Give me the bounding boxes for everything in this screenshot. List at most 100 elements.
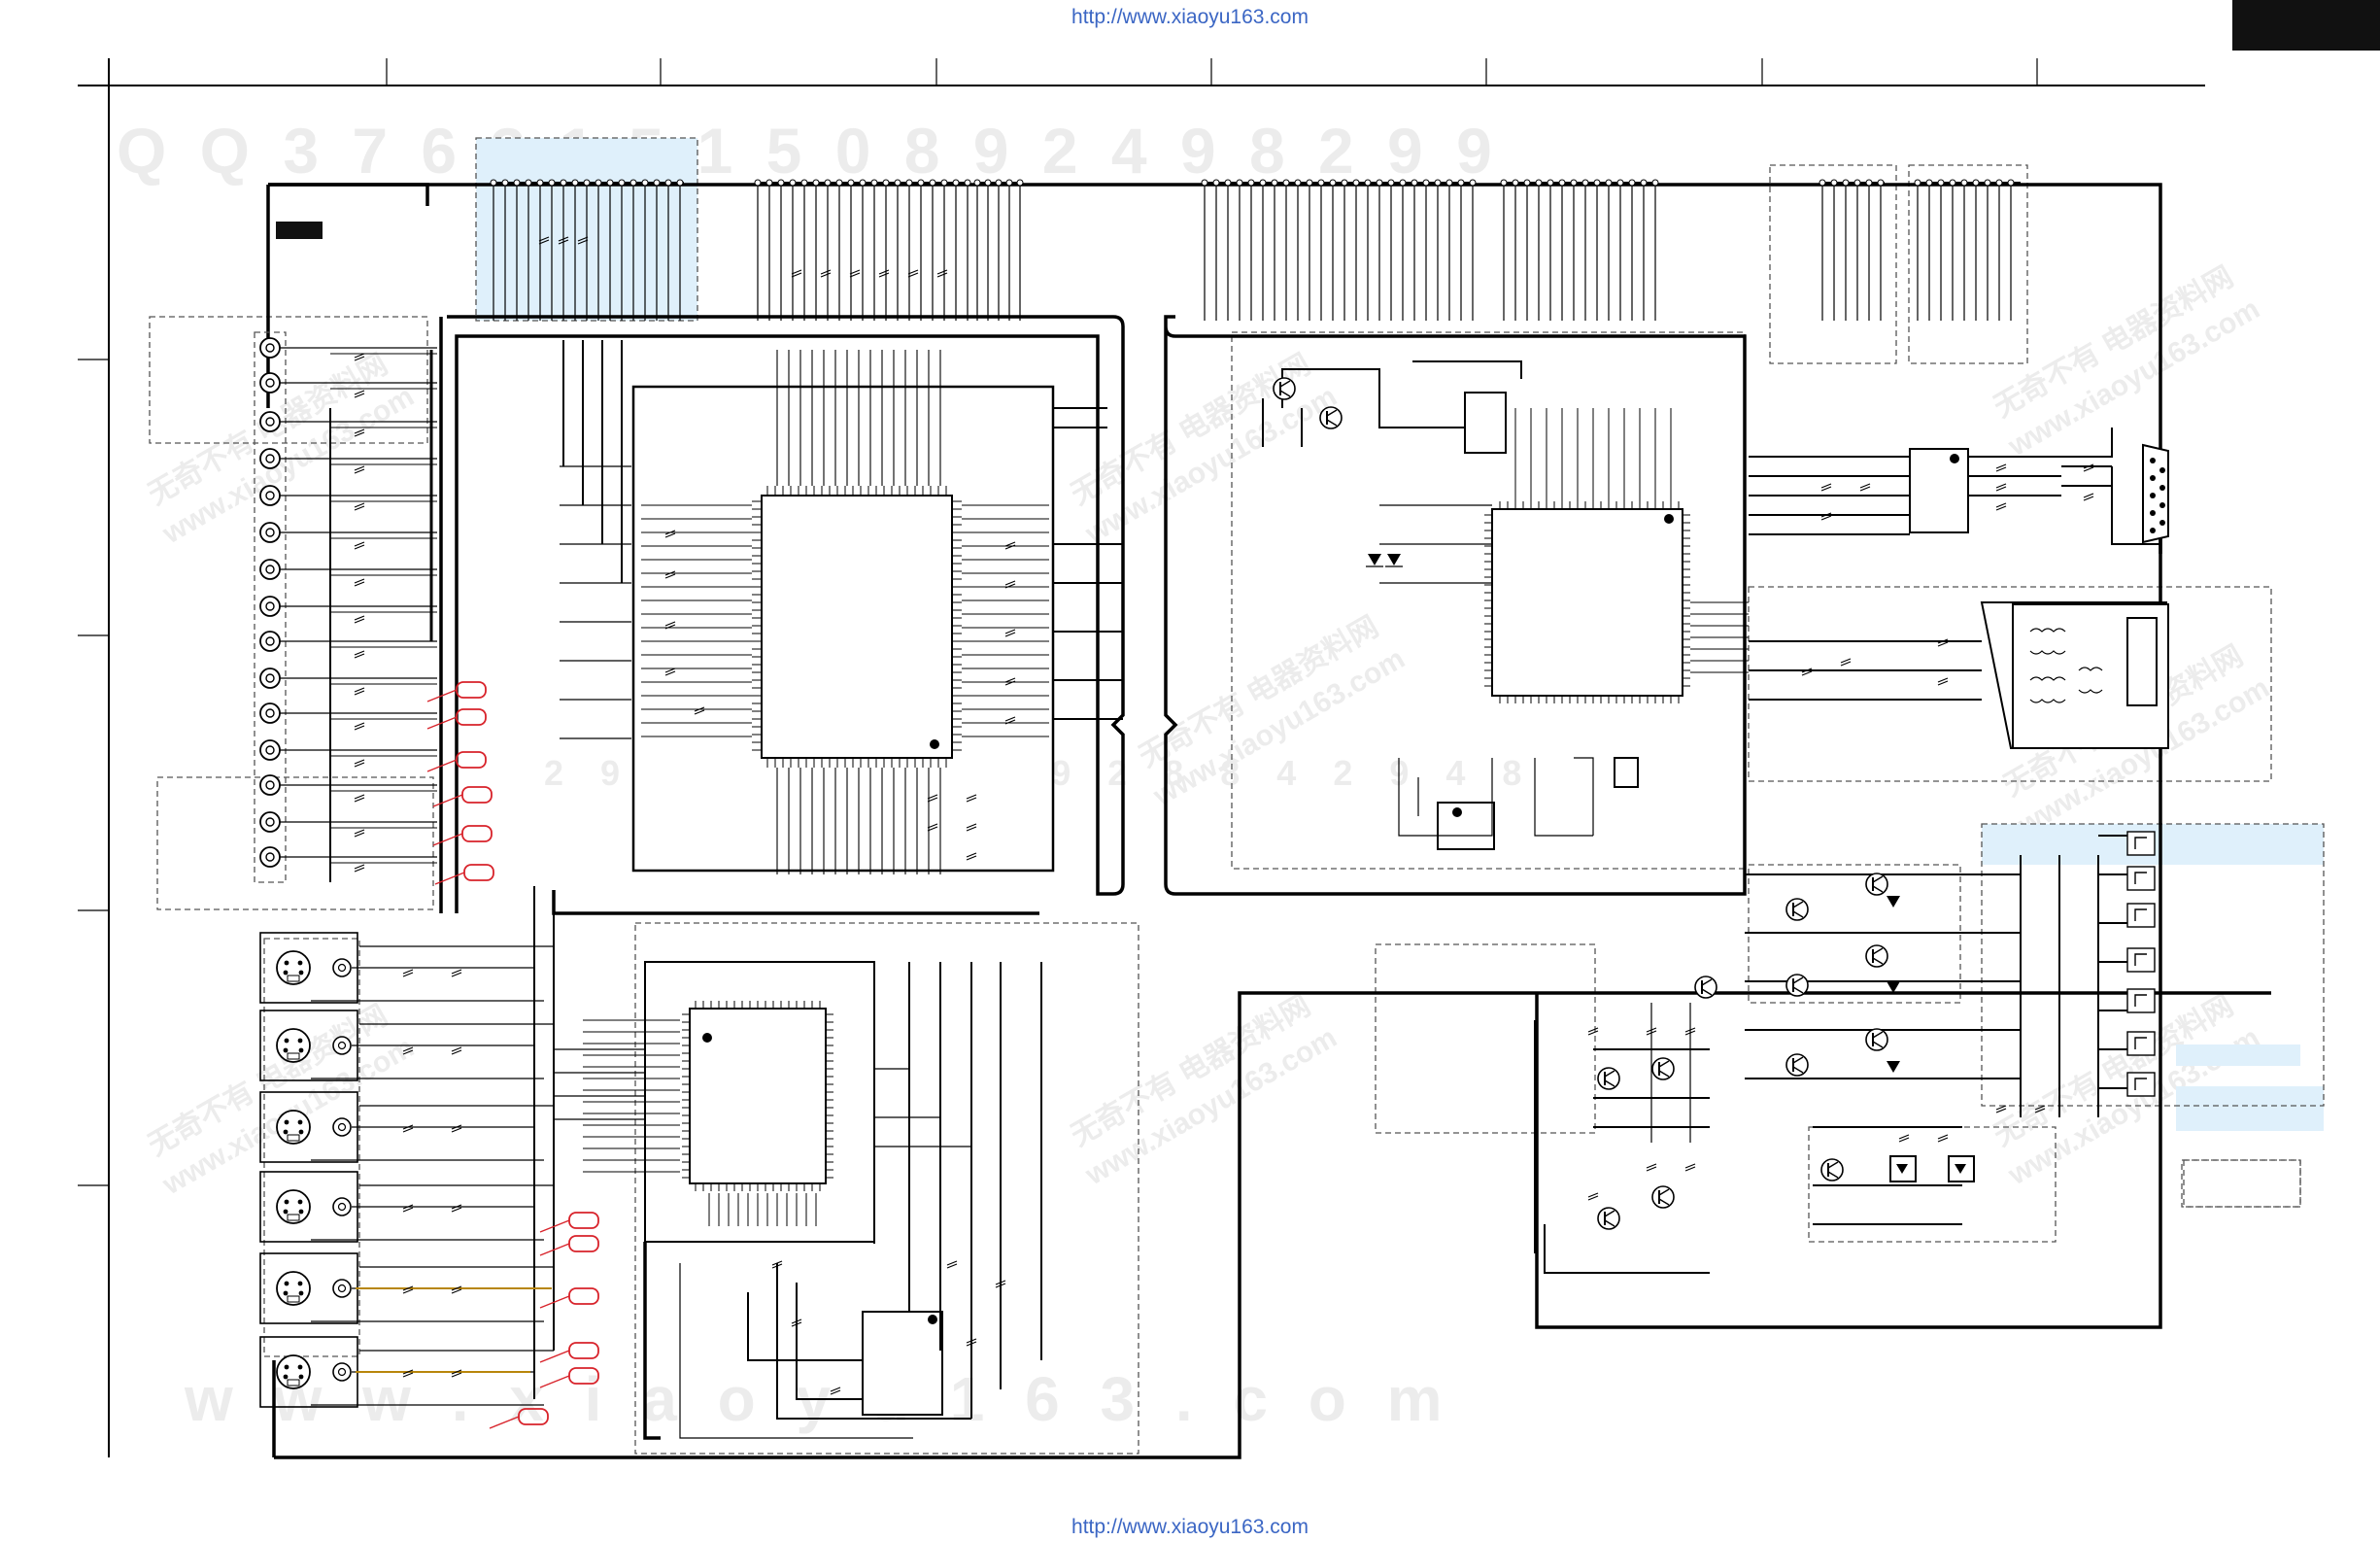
ic-chip-icon: [1909, 448, 1969, 533]
rca-jack-column: [254, 331, 287, 883]
component-marker: [402, 1204, 414, 1210]
red-callout-leader: [539, 1375, 570, 1388]
connector-pin: [1877, 179, 1885, 187]
component-marker: [1840, 661, 1852, 667]
connector-pin: [1949, 179, 1956, 187]
component-marker: [664, 624, 676, 630]
component-marker: [1684, 1030, 1696, 1036]
component-marker: [538, 236, 550, 242]
component-marker: [354, 650, 365, 656]
rca-jack-icon: [259, 596, 281, 617]
component-marker: [936, 272, 948, 278]
component-marker: [354, 618, 365, 624]
component-marker: [402, 1288, 414, 1294]
component-marker: [402, 1046, 414, 1052]
component-marker: [771, 1260, 783, 1266]
component-marker: [1004, 580, 1016, 586]
component-marker: [1587, 1195, 1599, 1201]
rca-jack-icon: [2126, 831, 2156, 856]
connector-pin: [1212, 179, 1220, 187]
component-marker: [354, 615, 365, 621]
connector-pin: [1016, 179, 1024, 187]
red-callout: [456, 751, 487, 769]
rca-jack-icon: [259, 702, 281, 724]
component-marker: [451, 1369, 462, 1375]
connector-pin: [1329, 179, 1337, 187]
rca-jack-icon: [259, 631, 281, 652]
component-marker: [1820, 512, 1832, 518]
component-marker: [354, 762, 365, 768]
component-marker: [664, 532, 676, 538]
led-icon: [1366, 554, 1383, 567]
component-marker: [1859, 486, 1871, 492]
component-marker: [354, 722, 365, 728]
component-marker: [1646, 1030, 1657, 1036]
gold-traces: [356, 1287, 552, 1373]
red-callout-leader: [426, 689, 458, 702]
transistor-icon: [1865, 944, 1888, 968]
connector-pin: [847, 179, 855, 187]
component-marker: [927, 823, 938, 829]
component-marker: [354, 356, 365, 361]
connector-pin: [1512, 179, 1519, 187]
connector-pin: [1547, 179, 1554, 187]
rca-jack-icon: [259, 668, 281, 689]
component-marker: [1004, 544, 1016, 550]
component-marker: [830, 1387, 841, 1392]
led-icon: [1385, 554, 1403, 567]
component-marker: [1995, 505, 2007, 511]
connector-pin: [964, 179, 971, 187]
connector-pin: [1341, 179, 1348, 187]
connector-pin: [1259, 179, 1267, 187]
watermark-top-row: Q Q 3 7 6 3 1 5 1 5 0 8 9 2 4 9 8 2 9 9: [117, 115, 1500, 187]
connector-pin: [571, 179, 579, 187]
connector-pin: [1236, 179, 1243, 187]
rca-jack-icon: [2126, 903, 2156, 928]
ic-chip-icon: [631, 385, 1055, 873]
component-marker: [451, 1046, 462, 1052]
source-url-bottom[interactable]: http://www.xiaoyu163.com: [1071, 1516, 1309, 1538]
transistor-group: [1273, 377, 1888, 1230]
component-marker: [966, 826, 977, 832]
ic-chip-icon: [862, 1311, 943, 1416]
component-marker: [354, 832, 365, 838]
component-marker: [1646, 1166, 1657, 1172]
connector-pin: [917, 179, 925, 187]
connector-pin: [812, 179, 820, 187]
db9-connector-icon[interactable]: [2142, 443, 2169, 544]
connector-pin: [1640, 179, 1648, 187]
connector-pin: [1469, 179, 1477, 187]
source-url-top[interactable]: http://www.xiaoyu163.com: [1071, 6, 1309, 28]
rca-jack-icon: [2126, 947, 2156, 973]
ic-chip-icon: [1614, 757, 1639, 788]
component-marker: [791, 269, 802, 275]
component-marker: [1820, 515, 1832, 521]
top-signal-lines: [493, 186, 2012, 321]
connector-pin: [1352, 179, 1360, 187]
component-marker: [1801, 670, 1813, 676]
component-marker: [538, 239, 550, 245]
component-marker: [1859, 483, 1871, 489]
connector-pin: [1376, 179, 1383, 187]
component-marker: [849, 269, 861, 275]
component-marker: [694, 709, 705, 715]
connector-pin: [894, 179, 901, 187]
rca-panel-outline: [254, 331, 287, 883]
component-marker: [1820, 483, 1832, 489]
component-marker: [878, 269, 890, 275]
connector-pin: [583, 179, 591, 187]
connector-pin: [629, 179, 637, 187]
connector-pin: [1914, 179, 1921, 187]
connector-pin: [940, 179, 948, 187]
component-marker: [966, 797, 977, 803]
connector-pin: [653, 179, 661, 187]
component-marker: [966, 1338, 977, 1344]
component-marker: [354, 759, 365, 765]
component-marker: [402, 1207, 414, 1213]
component-marker: [1820, 486, 1832, 492]
connector-pin: [754, 179, 762, 187]
component-marker: [1587, 1192, 1599, 1198]
component-marker: [664, 530, 676, 535]
svideo-jack-icon: [259, 1336, 554, 1408]
